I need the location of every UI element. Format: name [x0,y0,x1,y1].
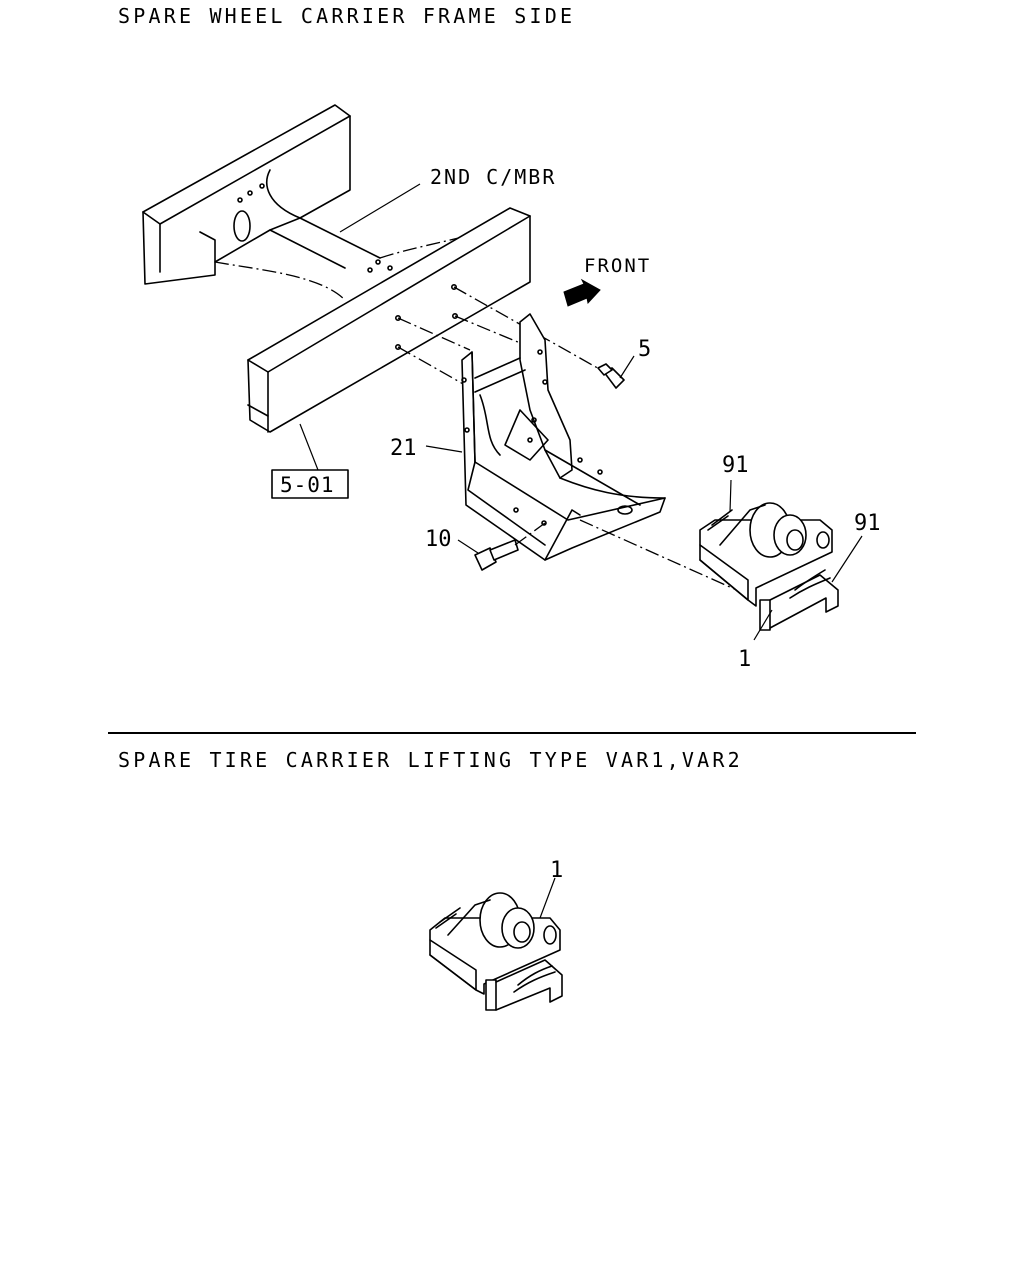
section-title-frame-side: SPARE WHEEL CARRIER FRAME SIDE [118,4,576,28]
bracket-leader [425,445,463,453]
carrier-leader [753,609,773,641]
crossmember [214,217,506,301]
frame-ref-leader [299,423,319,471]
bolt-upper [597,363,625,389]
frame-rail [142,104,351,285]
bolt-lower [474,539,519,571]
front-label: FRONT [584,255,651,277]
pin-left-label: 91 [722,453,749,478]
bolt-lower-centerline [514,522,546,546]
crossmember-label: 2ND C/MBR [430,165,556,189]
section-title-lifting-type: SPARE TIRE CARRIER LIFTING TYPE VAR1,VAR… [118,748,743,772]
front-arrow-icon [563,278,601,307]
pin-right-leader [831,535,863,583]
bolt-upper-label: 5 [638,337,651,362]
pin-left-leader [729,479,732,513]
winch-carrier [699,502,839,631]
frame-ref-box [271,469,349,499]
bracket-label: 21 [390,436,417,461]
bolt-lower-label: 10 [425,527,452,552]
carrier-centerline [579,519,751,597]
carrier-detail-leader [539,877,556,919]
bolt-upper-leader [619,355,635,379]
carrier-bracket [461,313,666,561]
carrier-detail-label: 1 [550,858,563,883]
crossmember-leader [339,183,421,233]
section-divider [108,732,916,734]
frame-ref-label: 5-01 [280,473,335,497]
bolt-lower-leader [457,539,479,554]
side-rail [247,207,531,433]
carrier-label: 1 [738,647,751,672]
winch-carrier-detail [429,892,563,1011]
pin-right-label: 91 [854,511,881,536]
mounting-holes [394,283,611,386]
